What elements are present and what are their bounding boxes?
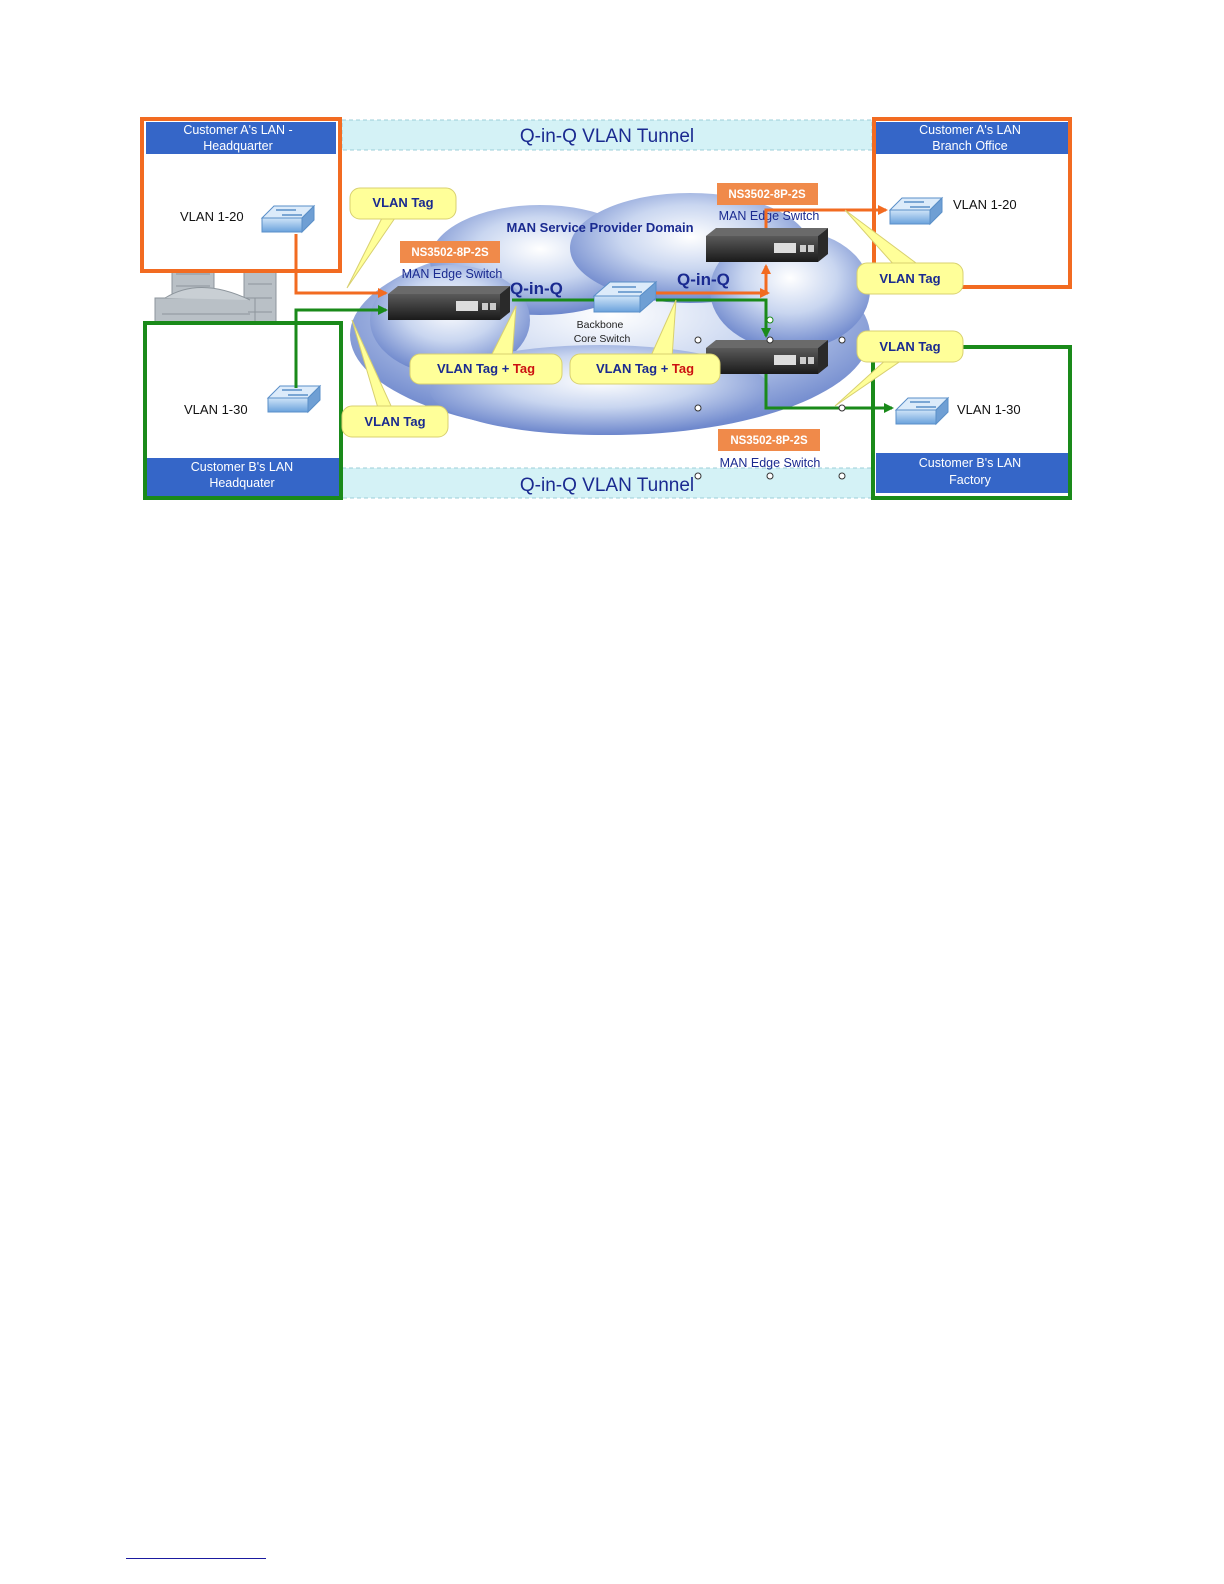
customer-b-hq-title-1: Customer B's LAN bbox=[191, 460, 293, 474]
customer-a-hq-vlan: VLAN 1-20 bbox=[180, 209, 244, 224]
edge-switch-icon bbox=[706, 228, 828, 262]
callout-vlan-tag: VLAN Tag bbox=[341, 319, 449, 438]
lan-switch-icon bbox=[894, 396, 950, 426]
callout-vlan-tag: VLAN Tag bbox=[844, 209, 964, 295]
callout-vlan-tag: VLAN Tag bbox=[346, 187, 457, 289]
svg-text:VLAN Tag + Tag: VLAN Tag + Tag bbox=[596, 361, 694, 376]
edge-switch-icon bbox=[706, 340, 828, 374]
edge-switch-model: NS3502-8P-2S bbox=[411, 247, 489, 259]
svg-text:VLAN Tag + Tag: VLAN Tag + Tag bbox=[437, 361, 535, 376]
lan-switch-icon bbox=[266, 384, 322, 414]
callout-text: VLAN Tag + bbox=[596, 361, 672, 376]
backbone-core-switch-icon bbox=[592, 280, 658, 314]
customer-b-factory-header bbox=[876, 453, 1068, 493]
customer-a-hq-header bbox=[146, 122, 336, 154]
callout-text: VLAN Tag bbox=[879, 271, 940, 286]
tunnel-label-bottom: Q-in-Q VLAN Tunnel bbox=[520, 475, 694, 496]
callout-tag-text: Tag bbox=[672, 361, 694, 376]
edge-switch-role: MAN Edge Switch bbox=[402, 267, 503, 281]
edge-switch-icon bbox=[388, 286, 510, 320]
callout-vlan-tag-plus-tag: VLAN Tag + Tag bbox=[409, 305, 563, 385]
customer-b-hq-header bbox=[147, 458, 339, 496]
customer-b-hq-vlan: VLAN 1-30 bbox=[184, 402, 248, 417]
customer-b-hq-title-2: Headquater bbox=[209, 476, 274, 490]
callout-text: VLAN Tag bbox=[372, 195, 433, 210]
edge-switch-model: NS3502-8P-2S bbox=[728, 189, 806, 201]
tunnel-bar-bottom bbox=[341, 467, 873, 499]
backbone-label-1: Backbone bbox=[577, 319, 624, 331]
callout-text: VLAN Tag + bbox=[437, 361, 513, 376]
backbone-label-2: Core Switch bbox=[574, 333, 631, 345]
tunnel-label-top: Q-in-Q VLAN Tunnel bbox=[520, 126, 694, 147]
tunnel-bar-top bbox=[341, 119, 873, 151]
lan-switch-icon bbox=[888, 196, 944, 226]
cloud-title: MAN Service Provider Domain bbox=[506, 220, 693, 235]
customer-a-branch-vlan: VLAN 1-20 bbox=[953, 197, 1017, 212]
selection-handles bbox=[694, 316, 846, 480]
customer-b-factory-title-2: Factory bbox=[949, 473, 991, 487]
callout-text: VLAN Tag bbox=[879, 339, 940, 354]
lan-switch-icon bbox=[260, 204, 316, 234]
callout-vlan-tag-plus-tag: VLAN Tag + Tag bbox=[569, 299, 721, 385]
qinq-label-left: Q-in-Q bbox=[510, 279, 563, 298]
customer-b-factory-vlan: VLAN 1-30 bbox=[957, 402, 1021, 417]
edge-switch-model: NS3502-8P-2S bbox=[730, 435, 808, 447]
edge-switch-role: MAN Edge Switch bbox=[719, 209, 820, 223]
customer-a-hq-title-1: Customer A's LAN - bbox=[183, 123, 292, 137]
customer-a-path bbox=[294, 205, 888, 298]
edge-switch-model-badge bbox=[400, 241, 500, 263]
customer-b-factory-title-1: Customer B's LAN bbox=[919, 456, 1021, 470]
edge-switch-role: MAN Edge Switch bbox=[720, 456, 821, 470]
footnote-separator bbox=[126, 1558, 266, 1559]
customer-a-hq-title-2: Headquarter bbox=[203, 139, 273, 153]
callout-vlan-tag: VLAN Tag bbox=[834, 330, 964, 407]
edge-switch-model-badge bbox=[717, 183, 818, 205]
customer-a-branch-header bbox=[876, 122, 1068, 154]
customer-b-path bbox=[294, 298, 894, 413]
edge-switch-model-badge bbox=[718, 429, 820, 451]
callout-tag-text: Tag bbox=[513, 361, 535, 376]
customer-a-branch-title-1: Customer A's LAN bbox=[919, 123, 1021, 137]
callout-text: VLAN Tag bbox=[364, 414, 425, 429]
customer-a-branch-title-2: Branch Office bbox=[932, 139, 1008, 153]
qinq-label-right: Q-in-Q bbox=[677, 270, 730, 289]
